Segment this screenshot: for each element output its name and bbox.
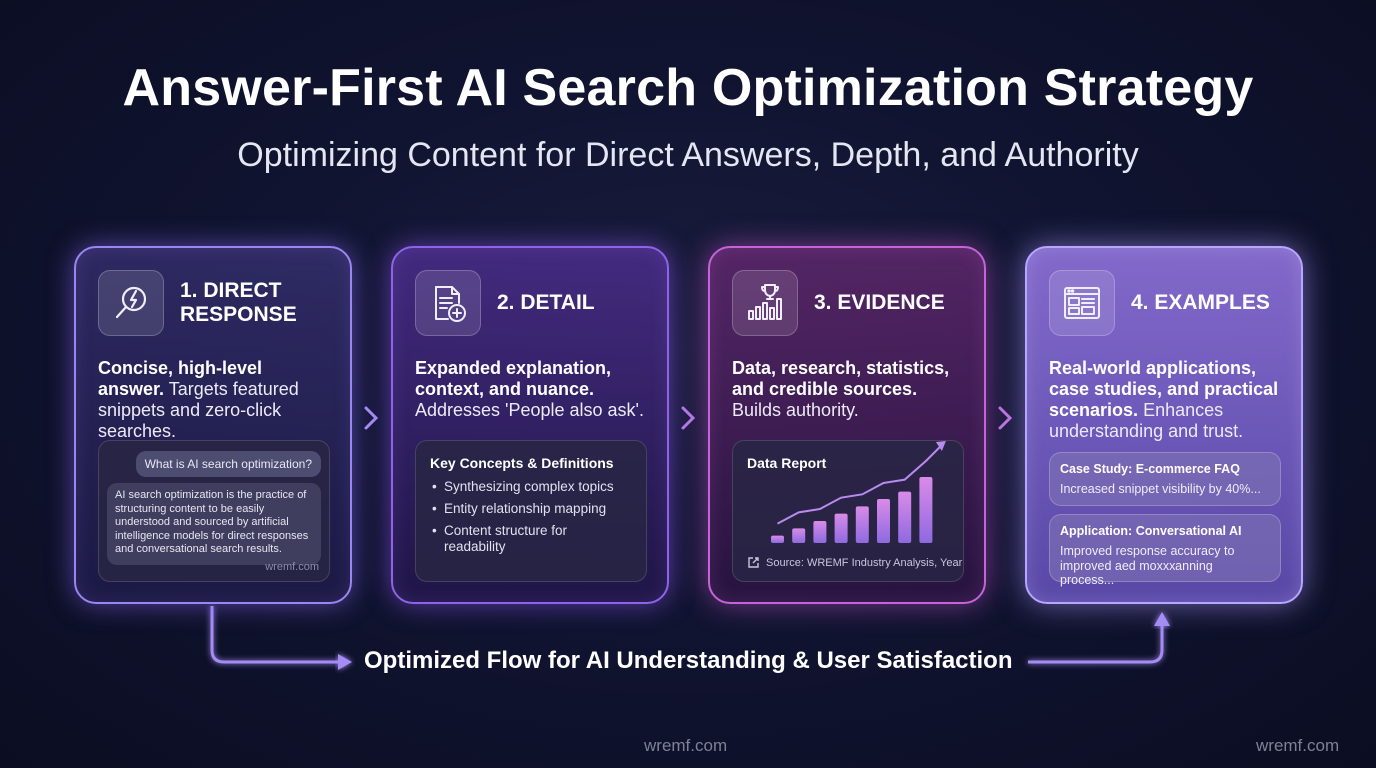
trophy-chart-icon: [732, 270, 798, 336]
browser-window-icon: [1049, 270, 1115, 336]
card-description: Real-world applications, case studies, a…: [1049, 358, 1279, 441]
example-text: Increased snippet visibility by 40%...: [1060, 482, 1261, 496]
chevron-right-icon: [362, 404, 380, 432]
page-subtitle: Optimizing Content for Direct Answers, D…: [237, 136, 1139, 174]
list-item: Synthesizing complex topics: [430, 479, 632, 495]
report-bar: [834, 513, 848, 543]
card-description: Concise, high-level answer. Targets feat…: [98, 358, 299, 441]
flow-label: Optimized Flow for AI Understanding & Us…: [364, 647, 1013, 674]
chat-watermark: wremf.com: [265, 561, 319, 573]
report-bar: [855, 506, 869, 543]
report-bar: [771, 535, 784, 543]
card-description: Expanded explanation, context, and nuanc…: [415, 358, 644, 420]
chevron-right-icon: [996, 404, 1014, 432]
concepts-heading: Key Concepts & Definitions: [430, 455, 614, 471]
example-card: Case Study: E-commerce FAQ Increased sni…: [1049, 452, 1281, 506]
page-title: Answer-First AI Search Optimization Stra…: [122, 59, 1254, 117]
report-bar: [877, 499, 890, 543]
trend-arrowhead: [935, 441, 946, 451]
bar-chart: [771, 441, 946, 543]
list-item: Entity relationship mapping: [430, 501, 632, 517]
external-link-icon: [747, 556, 760, 569]
card-examples: 4. EXAMPLES Real-world applications, cas…: [1025, 246, 1303, 604]
card-title: 3. EVIDENCE: [814, 291, 945, 314]
concepts-panel: Key Concepts & Definitions Synthesizing …: [415, 440, 647, 582]
watermark-right: wremf.com: [1256, 736, 1340, 755]
example-title: Application: Conversational AI: [1060, 524, 1242, 538]
report-bar: [792, 528, 806, 543]
watermark-center: wremf.com: [644, 736, 728, 755]
example-card: Application: Conversational AI Improved …: [1049, 514, 1281, 587]
card-title: 1. DIRECT RESPONSE: [180, 279, 297, 326]
report-bar: [898, 491, 912, 543]
report-source: Source: WREMF Industry Analysis, Year: [747, 556, 962, 569]
data-report-panel: Data Report Source: WREMF Industry Analy…: [732, 440, 964, 582]
concepts-list: Synthesizing complex topics Entity relat…: [430, 479, 632, 555]
answer-bubble: AI search optimization is the practice o…: [107, 483, 321, 565]
search-lightning-icon: [98, 270, 164, 336]
card-title: 2. DETAIL: [497, 291, 595, 314]
document-add-icon: [415, 270, 481, 336]
report-heading: Data Report: [747, 455, 827, 471]
chevron-right-icon: [679, 404, 697, 432]
trend-line: [777, 442, 945, 525]
report-bar: [919, 477, 933, 543]
chat-preview: What is AI search optimization? AI searc…: [98, 440, 330, 582]
report-bar: [813, 521, 827, 543]
card-title: 4. EXAMPLES: [1131, 291, 1270, 314]
card-evidence: 3. EVIDENCE Data, research, statistics, …: [708, 246, 986, 604]
card-direct-response: 1. DIRECT RESPONSE Concise, high-level a…: [74, 246, 352, 604]
example-text: Improved response accuracy to improved a…: [1060, 544, 1235, 587]
list-item: Content structure for readability: [430, 523, 632, 555]
example-title: Case Study: E-commerce FAQ: [1060, 462, 1240, 476]
question-bubble: What is AI search optimization?: [135, 451, 321, 477]
card-detail: 2. DETAIL Expanded explanation, context,…: [391, 246, 669, 604]
card-description: Data, research, statistics, and credible…: [732, 358, 950, 420]
